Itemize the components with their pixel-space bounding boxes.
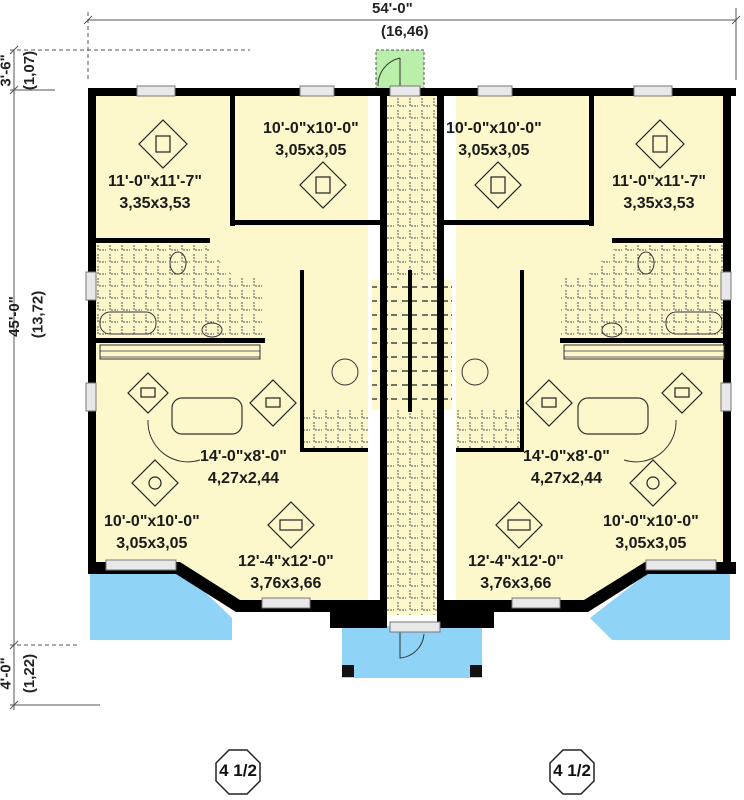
room-size-imperial: 11'-0"x11'-7" [108,173,202,190]
kitchen-pot-icon [661,372,703,414]
dimension-lines [9,8,741,710]
front-projection-imperial: 4'-0" [0,657,15,690]
room-size-imperial: 10'-0"x10'-0" [104,513,200,530]
room-size-imperial: 10'-0"x10'-0" [263,120,359,137]
windows [85,85,732,633]
room-size-metric: 4,27x2,44 [530,470,602,487]
room-size-metric: 3,05x3,05 [458,142,530,159]
room-size-metric: 4,27x2,44 [207,470,279,487]
bathtub [99,311,157,335]
room-size-imperial: 10'-0"x10'-0" [446,120,542,137]
front-projection-metric: (1,22) [21,653,39,694]
room-label-kitchen: 14'-0"x8'-0" 4,27x2,44 [523,446,610,490]
room-size-imperial: 14'-0"x8'-0" [200,448,287,465]
room-label-bedroom-1: 11'-0"x11'-7" 3,35x3,53 [108,171,202,215]
bed-1-icon [138,119,188,169]
right-porch [590,568,730,640]
room-size-metric: 3,76x3,66 [250,575,322,592]
sink [201,322,223,338]
room-label-kitchen: 14'-0"x8'-0" 4,27x2,44 [200,446,287,490]
room-size-imperial: 12'-4"x12'-0" [468,553,564,570]
kitchen-counter [99,344,261,360]
room-label-bedroom-2: 10'-0"x10'-0" 3,05x3,05 [263,118,359,162]
room-size-metric: 3,35x3,53 [119,195,191,212]
bed-2-icon [299,161,347,209]
room-size-imperial: 11'-0"x11'-7" [612,173,706,190]
front-stoop [342,626,482,678]
kitchen-pot-icon [525,379,573,427]
room-size-metric: 3,76x3,66 [480,575,552,592]
toilet [637,251,655,275]
overall-width-imperial: 54'-0" [372,0,413,17]
octagon-icon [215,749,261,795]
sink [601,322,623,338]
room-label-bedroom-1: 11'-0"x11'-7" 3,35x3,53 [612,171,706,215]
sofa-icon [267,501,315,549]
room-label-bedroom-2: 10'-0"x10'-0" 3,05x3,05 [446,118,542,162]
unit-type-label: 4 1/2 [553,761,591,780]
overall-depth-metric: (13,72) [29,290,47,339]
room-size-metric: 3,05x3,05 [116,535,188,552]
unit-type-badge-left: 4 1/2 [215,749,261,795]
octagon-icon [549,749,595,795]
rear-projection-metric: (1,07) [21,50,39,91]
bathtub [665,311,723,335]
room-size-metric: 3,05x3,05 [615,535,687,552]
sofa-icon [495,501,543,549]
dining-plate-icon [131,459,179,507]
water-heater-icon [461,358,489,386]
dining-table [171,397,243,435]
room-size-imperial: 10'-0"x10'-0" [603,513,699,530]
unit-type-badge-right: 4 1/2 [549,749,595,795]
room-size-imperial: 12'-4"x12'-0" [238,553,334,570]
water-heater-icon [331,358,359,386]
kitchen-pot-icon [127,372,169,414]
bed-2-icon [474,161,522,209]
bed-1-icon [635,119,685,169]
room-label-dining: 10'-0"x10'-0" 3,05x3,05 [104,511,200,555]
dining-table [577,397,649,435]
room-size-metric: 3,35x3,53 [623,195,695,212]
room-size-imperial: 14'-0"x8'-0" [523,448,610,465]
room-label-living: 12'-4"x12'-0" 3,76x3,66 [238,551,334,595]
room-size-metric: 3,05x3,05 [275,142,347,159]
kitchen-counter [563,344,725,360]
toilet [169,251,187,275]
rear-projection-imperial: 3'-6" [0,54,15,87]
room-label-living: 12'-4"x12'-0" 3,76x3,66 [468,551,564,595]
overall-depth-imperial: 45'-0" [5,296,23,337]
kitchen-pot-icon [249,379,297,427]
unit-type-label: 4 1/2 [219,761,257,780]
dining-plate-icon [629,459,677,507]
room-label-dining: 10'-0"x10'-0" 3,05x3,05 [603,511,699,555]
overall-width-metric: (16,46) [381,23,429,40]
